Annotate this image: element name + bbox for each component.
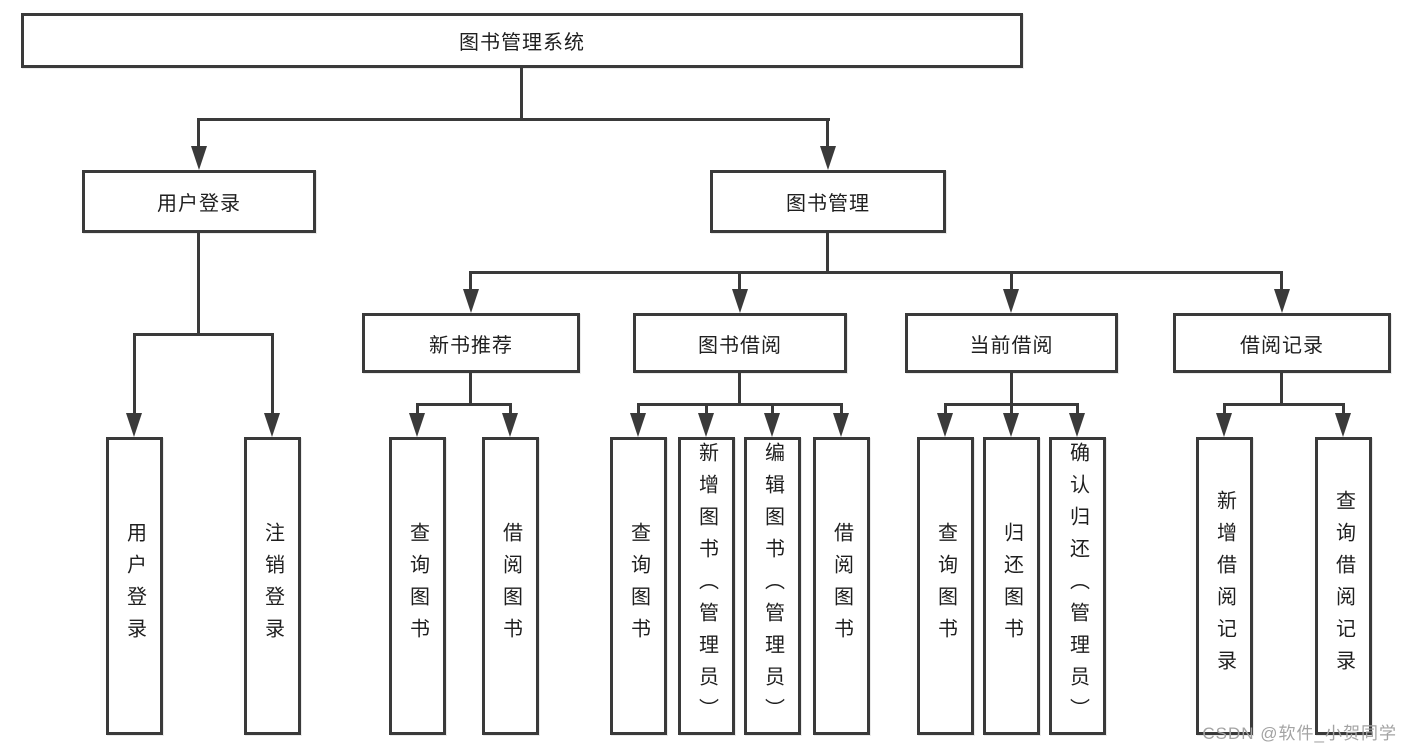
leaf-query-books-borrow: 查询图书 — [610, 437, 667, 735]
connector-line — [738, 373, 741, 403]
connector-line — [1223, 403, 1226, 415]
arrow-down-icon — [502, 413, 518, 437]
connector-line — [469, 271, 1283, 274]
leaf-borrow-books: 借阅图书 — [813, 437, 870, 735]
node-new-book-recommend: 新书推荐 — [362, 313, 580, 373]
leaf-user-login: 用户登录 — [106, 437, 163, 735]
connector-line — [771, 403, 774, 415]
connector-line — [1223, 403, 1345, 406]
arrow-down-icon — [1216, 413, 1232, 437]
connector-line — [198, 118, 830, 121]
leaf-query-borrow-record: 查询借阅记录 — [1315, 437, 1372, 735]
arrow-down-icon — [264, 413, 280, 437]
arrow-down-icon — [1003, 413, 1019, 437]
connector-line — [133, 333, 274, 336]
connector-line — [1010, 271, 1013, 291]
leaf-return-books: 归还图书 — [983, 437, 1040, 735]
node-user-login: 用户登录 — [82, 170, 316, 233]
node-current-borrow: 当前借阅 — [905, 313, 1118, 373]
connector-line — [826, 233, 829, 271]
connector-line — [416, 403, 419, 415]
arrow-down-icon — [1003, 289, 1019, 313]
connector-line — [637, 403, 843, 406]
node-book-management: 图书管理 — [710, 170, 946, 233]
connector-line — [271, 333, 274, 413]
connector-line — [197, 233, 200, 333]
connector-line — [840, 403, 843, 415]
arrow-down-icon — [126, 413, 142, 437]
connector-line — [705, 403, 708, 415]
connector-line — [133, 333, 136, 413]
connector-line — [1280, 271, 1283, 291]
connector-line — [509, 403, 512, 415]
connector-line — [738, 271, 741, 291]
node-book-borrow: 图书借阅 — [633, 313, 847, 373]
arrow-down-icon — [409, 413, 425, 437]
connector-line — [197, 118, 200, 148]
connector-line — [1010, 403, 1013, 415]
leaf-borrow-books-recommend: 借阅图书 — [482, 437, 539, 735]
arrow-down-icon — [630, 413, 646, 437]
arrow-down-icon — [191, 146, 207, 170]
arrow-down-icon — [463, 289, 479, 313]
arrow-down-icon — [833, 413, 849, 437]
leaf-add-books-admin: 新增图书（管理员） — [678, 437, 735, 735]
node-borrow-records: 借阅记录 — [1173, 313, 1391, 373]
leaf-confirm-return-admin: 确认归还（管理员） — [1049, 437, 1106, 735]
arrow-down-icon — [732, 289, 748, 313]
leaf-add-borrow-record: 新增借阅记录 — [1196, 437, 1253, 735]
arrow-down-icon — [820, 146, 836, 170]
arrow-down-icon — [1335, 413, 1351, 437]
node-root: 图书管理系统 — [21, 13, 1023, 68]
connector-line — [1010, 373, 1013, 403]
arrow-down-icon — [764, 413, 780, 437]
leaf-query-books-current: 查询图书 — [917, 437, 974, 735]
leaf-query-books-recommend: 查询图书 — [389, 437, 446, 735]
leaf-logout: 注销登录 — [244, 437, 301, 735]
arrow-down-icon — [937, 413, 953, 437]
connector-line — [1076, 403, 1079, 415]
arrow-down-icon — [698, 413, 714, 437]
arrow-down-icon — [1274, 289, 1290, 313]
arrow-down-icon — [1069, 413, 1085, 437]
connector-line — [469, 373, 472, 403]
connector-line — [637, 403, 640, 415]
connector-line — [944, 403, 947, 415]
connector-line — [1280, 373, 1283, 403]
watermark: CSDN @软件_小贺同学 — [1202, 724, 1397, 743]
connector-line — [469, 271, 472, 291]
connector-line — [520, 68, 523, 118]
connector-line — [826, 118, 829, 148]
connector-line — [1342, 403, 1345, 415]
connector-line — [416, 403, 512, 406]
leaf-edit-books-admin: 编辑图书（管理员） — [744, 437, 801, 735]
